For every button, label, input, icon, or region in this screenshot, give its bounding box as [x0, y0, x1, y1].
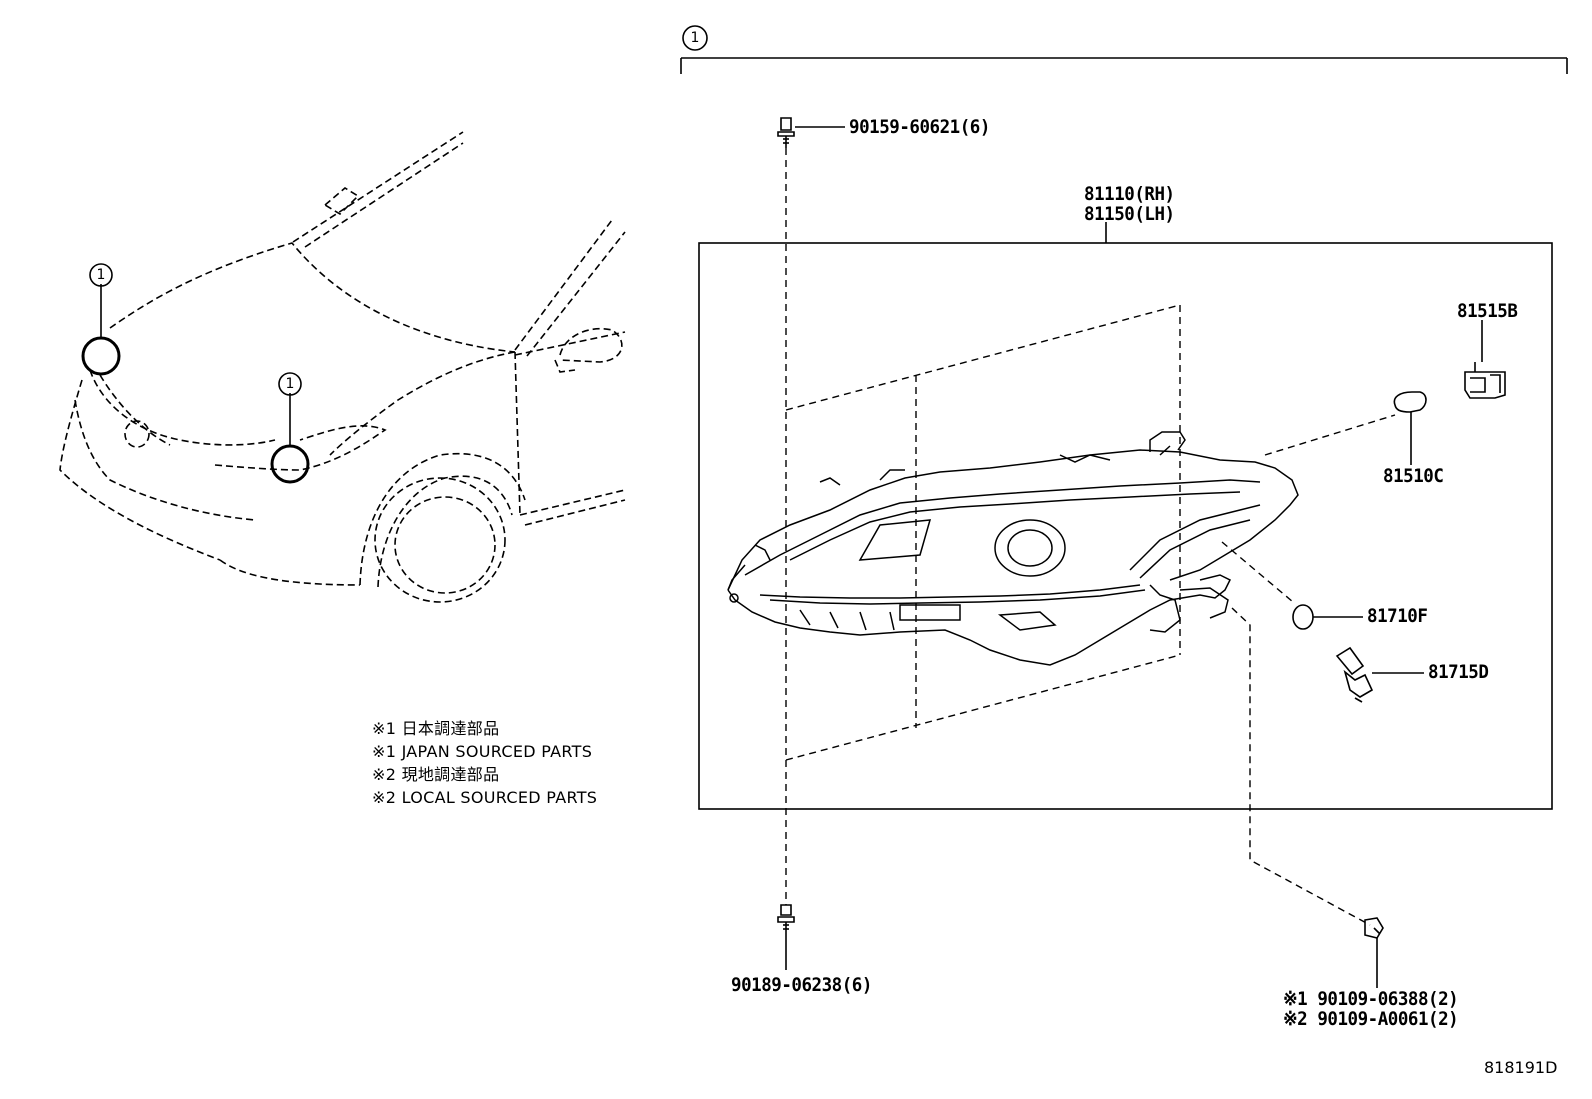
headlamp-illustration [727, 431, 1299, 666]
callout-number-top: 1 [690, 30, 700, 46]
part-label-bulb-81510: 81510C [1383, 465, 1444, 487]
part-label-bulb-81715: 81715D [1428, 661, 1489, 683]
callout-number-car-right: 1 [285, 376, 295, 392]
part-label-headlamp-lh: 81150(LH) [1084, 203, 1175, 225]
note-local-sourced-jp: ※2 現地調達部品 [372, 765, 500, 784]
note-local-sourced-en: ※2 LOCAL SOURCED PARTS [372, 788, 598, 807]
bolt-bottom-icon [777, 904, 795, 970]
car-callouts [81, 263, 310, 484]
part-label-screw-jp: ※1 90109-06388(2) [1283, 988, 1459, 1010]
part-label-headlamp-rh: 81110(RH) [1084, 183, 1175, 205]
part-label-screw-local: ※2 90109-A0061(2) [1283, 1008, 1459, 1030]
bulb-81715-icon [1335, 646, 1424, 703]
socket-icon [1464, 320, 1506, 399]
headlamp-assembly-box [698, 242, 1553, 810]
assembly-bracket [680, 25, 1568, 74]
part-label-bolt-bottom: 90189-06238(6) [731, 974, 872, 996]
leader-lines [785, 148, 1396, 926]
screw-icon [1364, 917, 1384, 988]
bolt-top-icon [777, 117, 845, 148]
bulb-81710-icon [1292, 604, 1363, 630]
note-japan-sourced-jp: ※1 日本調達部品 [372, 719, 500, 738]
bulb-81510-icon [1393, 391, 1427, 465]
car-front-illustration [59, 131, 626, 603]
part-label-bulb-81710: 81710F [1367, 605, 1428, 627]
part-label-socket: 81515B [1457, 300, 1518, 322]
part-label-bolt-top: 90159-60621(6) [849, 116, 990, 138]
callout-number-car-left: 1 [96, 267, 106, 283]
note-japan-sourced-en: ※1 JAPAN SOURCED PARTS [372, 742, 593, 761]
diagram-code: 818191D [1484, 1058, 1558, 1077]
